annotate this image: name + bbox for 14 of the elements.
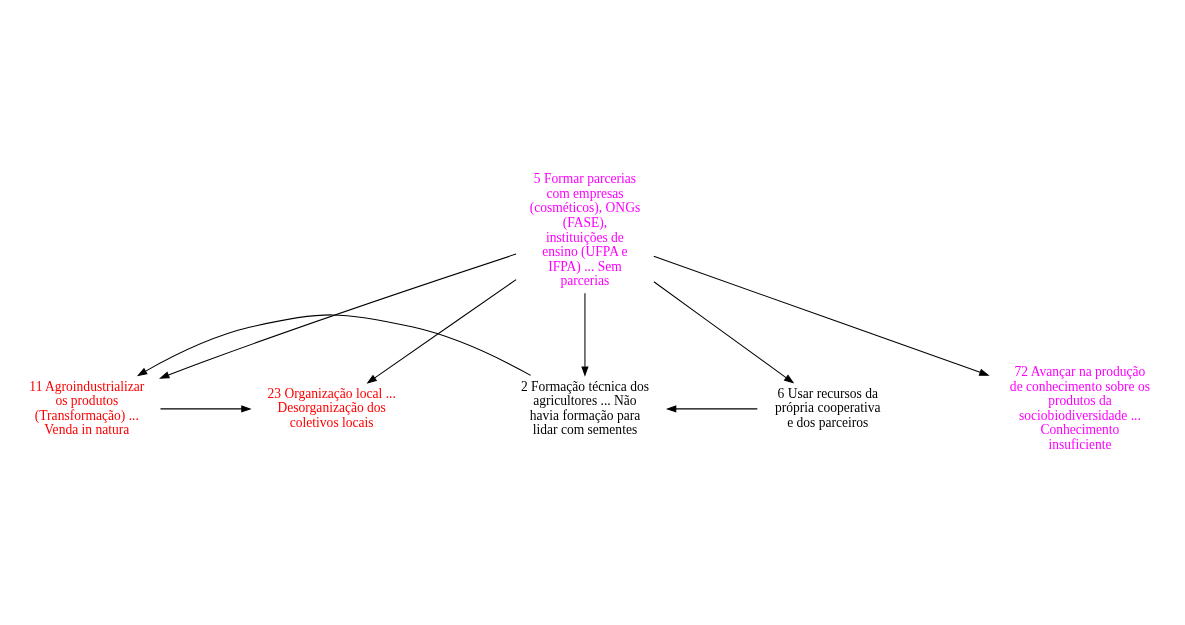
arrow (665, 405, 758, 413)
node-text: 5 Formar parcerias com empresas (cosméticos), ONGs (FASE), instituições de ensino (UFPA e IFPA) ... Sem parcerias (529, 171, 641, 289)
node-text: 2 Formação técnica dos agricultores ... Não havia formação para lidar com sementes (520, 378, 650, 438)
arrow (158, 253, 517, 379)
node-text: 23 Organização local ... Desorganização dos coletivos locais (267, 385, 396, 431)
node-text: 72 Avançar na produção de conhecimento sobre os produtos da sociobiodiversidade ... Conhecimento insuficiente (1009, 363, 1151, 452)
arrow (366, 279, 517, 384)
node-text: 6 Usar recursos da própria cooperativa e dos parceiros (774, 385, 881, 431)
arrow (159, 405, 252, 413)
arrow (136, 314, 532, 377)
arrow (581, 292, 589, 377)
arrow (653, 255, 990, 376)
node-text: 11 Agroindustrializar os produtos (Transformação) ... Venda in natura (29, 378, 145, 438)
arrow (653, 281, 795, 384)
